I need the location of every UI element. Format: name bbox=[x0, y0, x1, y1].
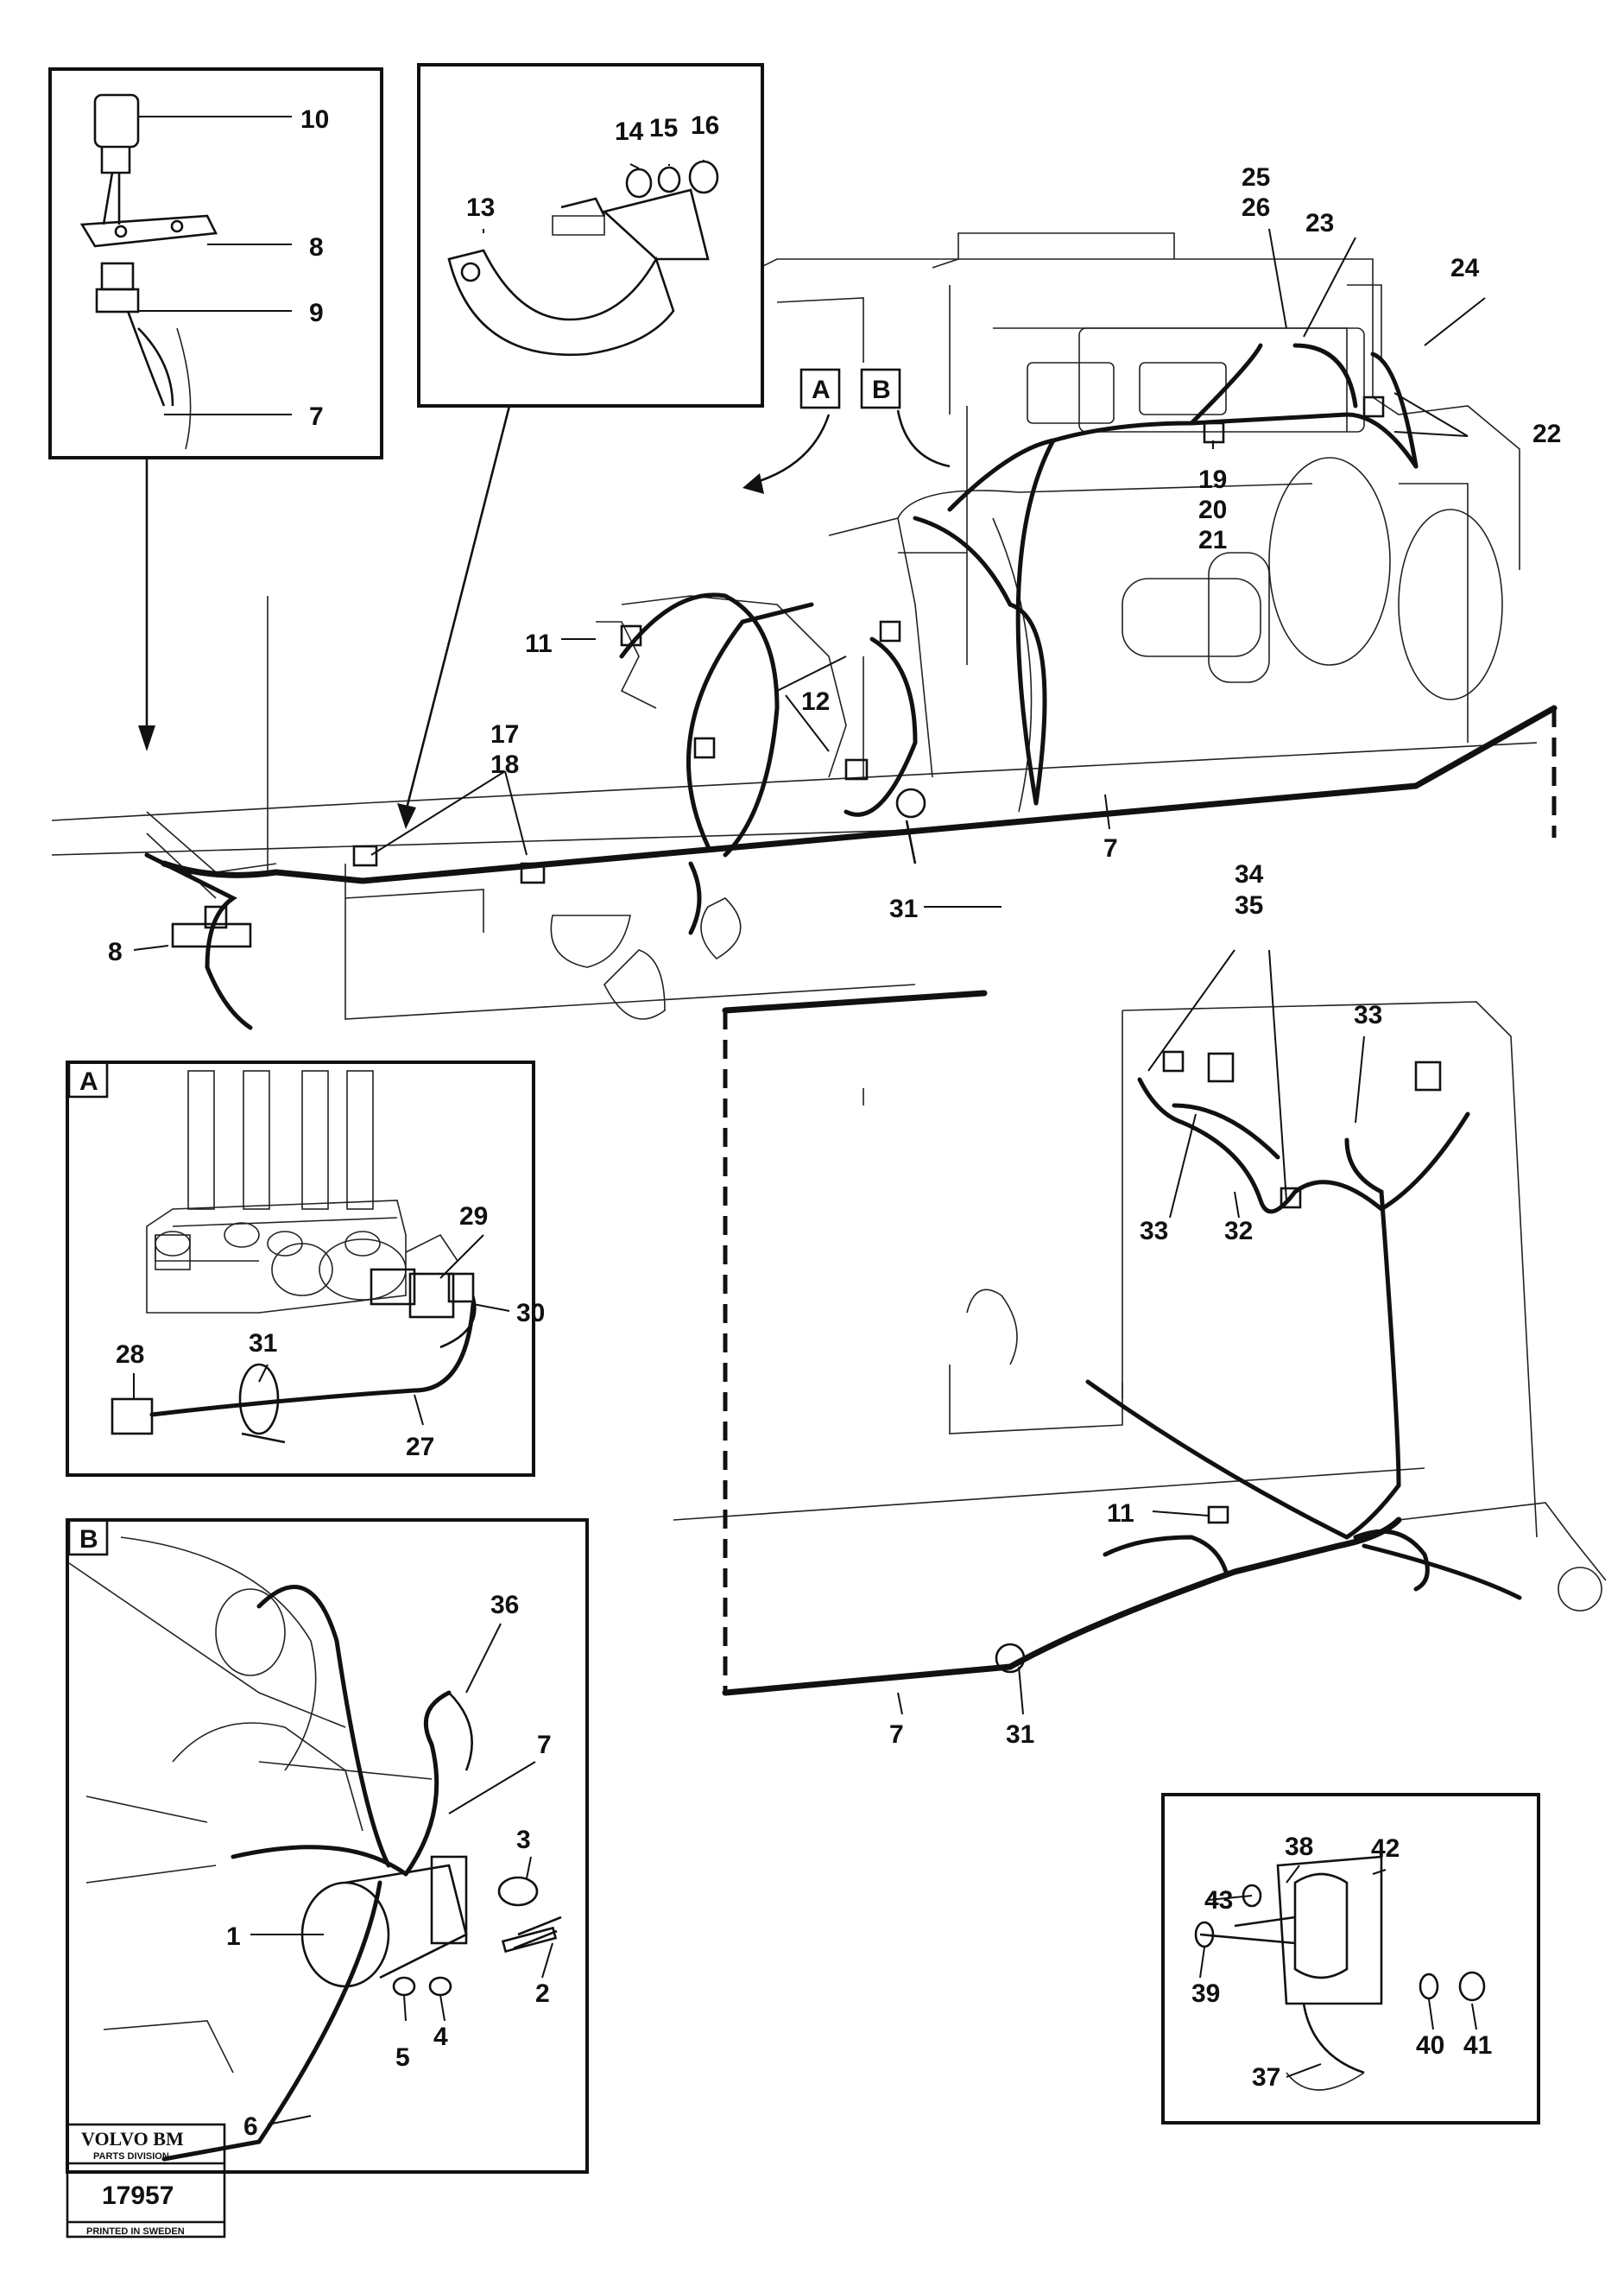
volvo-bm-parts-stamp: VOLVO BM PARTS DIVISION 17957 PRINTED IN… bbox=[66, 2123, 226, 2239]
callout-6: 6 bbox=[243, 2112, 258, 2141]
view-ref-a: A bbox=[812, 376, 831, 404]
callout-7b: 7 bbox=[1103, 834, 1118, 863]
view-b-tag: B bbox=[79, 1525, 98, 1554]
callout-5: 5 bbox=[395, 2043, 410, 2072]
callout-11b: 11 bbox=[1107, 1499, 1134, 1528]
callout-7: 7 bbox=[309, 402, 324, 431]
callout-26: 26 bbox=[1242, 193, 1270, 222]
callout-3: 3 bbox=[516, 1826, 531, 1854]
callout-7c: 7 bbox=[889, 1720, 904, 1749]
callout-18: 18 bbox=[490, 750, 519, 779]
callout-25: 25 bbox=[1242, 163, 1270, 192]
callout-23: 23 bbox=[1305, 209, 1334, 237]
callout-12: 12 bbox=[801, 687, 830, 716]
detail-sender-inset bbox=[48, 67, 383, 459]
callout-13: 13 bbox=[466, 193, 495, 222]
view-ref-b: B bbox=[872, 376, 891, 404]
callout-40: 40 bbox=[1416, 2031, 1444, 2060]
leader-lines bbox=[133, 116, 1486, 2125]
callout-19: 19 bbox=[1198, 465, 1227, 494]
main-wiring-harness bbox=[144, 343, 1558, 1696]
callout-10: 10 bbox=[300, 105, 329, 134]
callout-17: 17 bbox=[490, 720, 519, 749]
detail-clamp-inset bbox=[417, 63, 764, 408]
view-a-tag: A bbox=[79, 1067, 98, 1096]
stamp-number: 17957 bbox=[102, 2182, 174, 2210]
callout-33a: 33 bbox=[1354, 1001, 1382, 1029]
callout-8: 8 bbox=[309, 233, 324, 262]
callout-42: 42 bbox=[1371, 1834, 1400, 1863]
callout-7d: 7 bbox=[537, 1731, 552, 1759]
callout-22: 22 bbox=[1532, 420, 1561, 448]
callout-14: 14 bbox=[615, 117, 644, 146]
callout-31c: 31 bbox=[249, 1329, 277, 1358]
machine-outline bbox=[51, 232, 1607, 1612]
callout-33b: 33 bbox=[1140, 1217, 1168, 1245]
detail-sender-bracket-inset bbox=[1161, 1793, 1540, 2125]
callout-21: 21 bbox=[1198, 526, 1227, 554]
callout-8b: 8 bbox=[108, 938, 123, 966]
callout-27: 27 bbox=[406, 1433, 434, 1461]
callout-9: 9 bbox=[309, 299, 324, 327]
callout-1: 1 bbox=[226, 1922, 241, 1951]
callout-34: 34 bbox=[1235, 860, 1264, 889]
callout-28: 28 bbox=[116, 1340, 144, 1369]
stamp-brand: VOLVO BM bbox=[81, 2128, 184, 2150]
callout-31b: 31 bbox=[1006, 1720, 1034, 1749]
callout-4: 4 bbox=[433, 2023, 448, 2051]
callout-2: 2 bbox=[535, 1979, 550, 2008]
callout-38: 38 bbox=[1285, 1833, 1313, 1861]
view-reference-boxes: A B A B bbox=[79, 368, 901, 1554]
callout-37: 37 bbox=[1252, 2063, 1280, 2092]
callout-11: 11 bbox=[525, 630, 553, 658]
reference-arrows bbox=[138, 405, 951, 829]
view-a-inset bbox=[66, 1061, 535, 1477]
view-b-inset bbox=[66, 1518, 589, 2174]
callout-43: 43 bbox=[1204, 1886, 1233, 1915]
callout-15: 15 bbox=[649, 114, 678, 142]
stamp-printed: PRINTED IN SWEDEN bbox=[86, 2226, 185, 2237]
stamp-division: PARTS DIVISION bbox=[93, 2151, 169, 2162]
callout-41: 41 bbox=[1463, 2031, 1492, 2060]
callout-36: 36 bbox=[490, 1591, 519, 1619]
callout-39: 39 bbox=[1191, 1979, 1220, 2008]
callout-20: 20 bbox=[1198, 496, 1227, 524]
callout-32: 32 bbox=[1224, 1217, 1253, 1245]
callout-30: 30 bbox=[516, 1299, 545, 1327]
callout-16: 16 bbox=[691, 111, 719, 140]
callout-29: 29 bbox=[459, 1202, 488, 1231]
callout-24: 24 bbox=[1450, 254, 1480, 282]
callout-35: 35 bbox=[1235, 891, 1263, 920]
callout-labels: 10 8 9 7 13 14 15 16 25 26 23 24 22 19 2… bbox=[108, 105, 1561, 2141]
callout-31: 31 bbox=[889, 895, 918, 923]
